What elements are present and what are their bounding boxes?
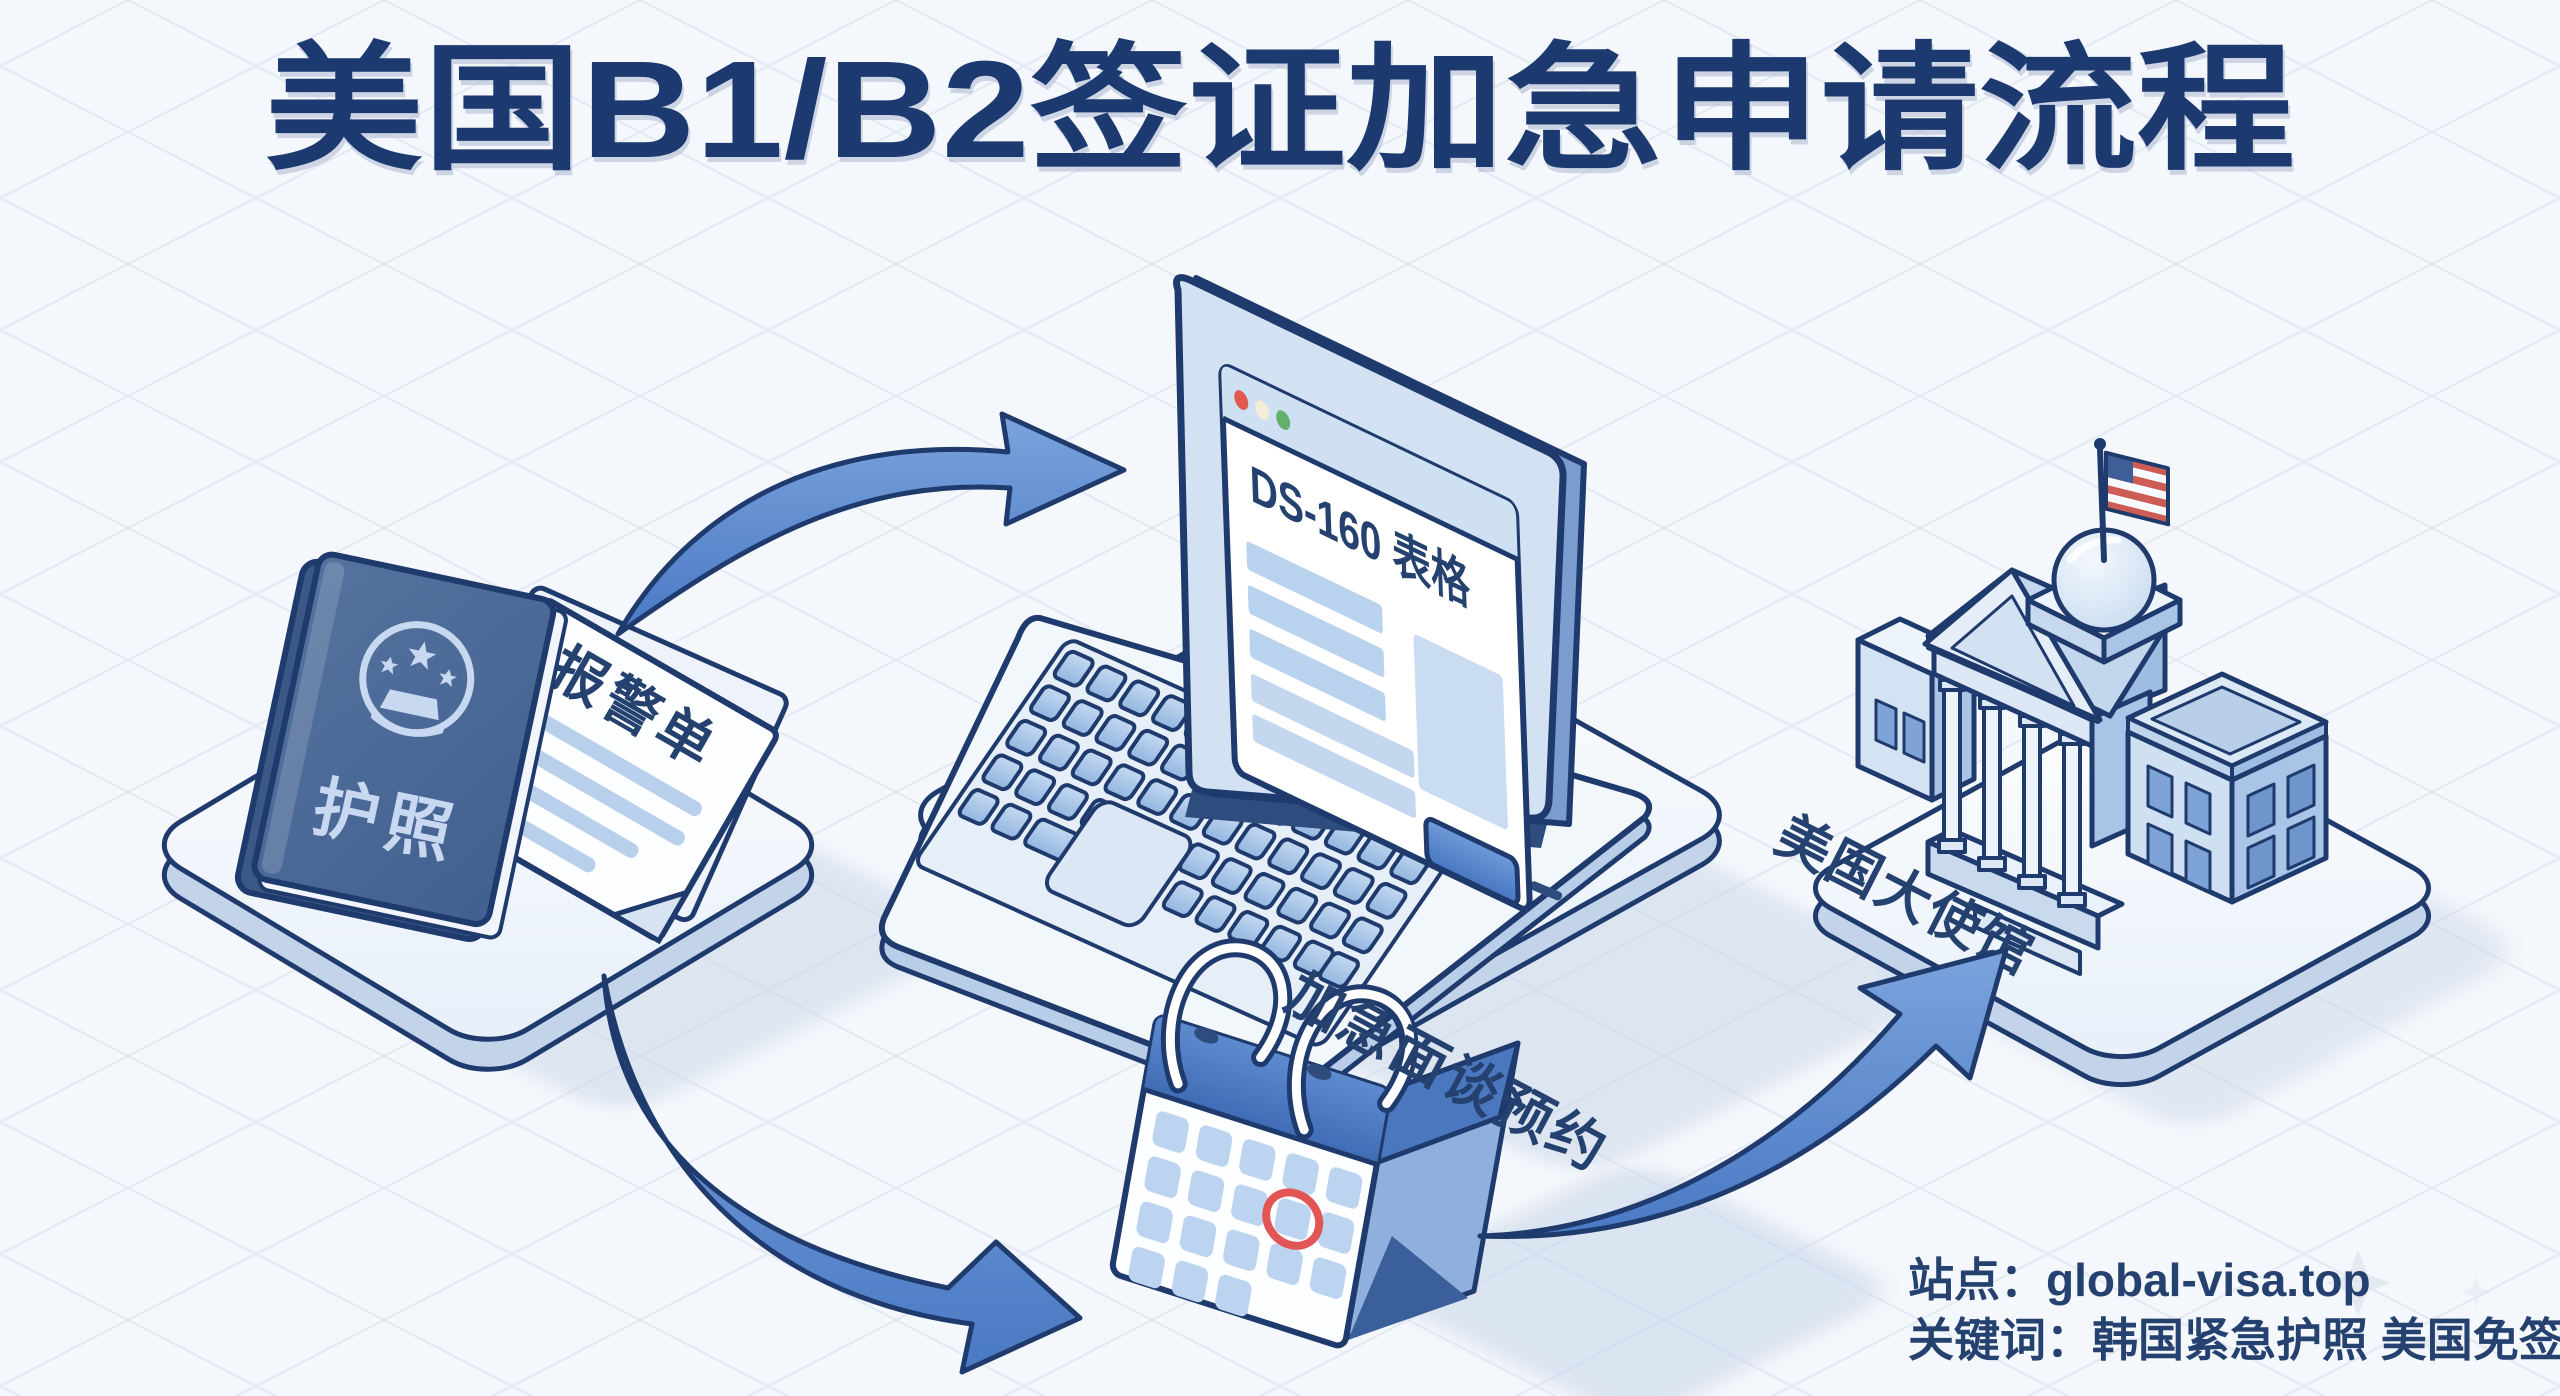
arrow-passport-to-laptop-icon [615,411,1127,637]
embassy-building-icon [1855,438,2329,976]
watermark-sparkle-icon [2326,1250,2492,1366]
passport-icon: 护照 [235,549,569,945]
form-field-bars [1246,541,1416,819]
embassy-windows-side [2246,763,2316,890]
browser-maximize-icon [1276,410,1291,431]
form-submit-button [1426,817,1519,906]
calendar-rings-icon [1160,938,1419,1140]
browser-close-icon [1234,390,1249,410]
us-flag-icon [2094,438,2170,563]
page-title-shadow: 美国B1/B2签证加急申请流程 [267,38,2297,192]
arrow-passport-to-calendar-icon [601,973,1083,1375]
embassy-steps [1973,903,2082,976]
arrow-calendar-to-embassy-icon [1477,947,2009,1240]
ds160-browser-window: DS-160 表格 [1221,363,1530,912]
embassy-right-wing [2125,671,2329,905]
passport-emblem-icon [359,621,475,737]
footer-keywords-text: 关键词：韩国紧急护照 美国免签政策 [1908,1314,2560,1366]
calendar-front [1111,1013,1390,1350]
calendar-header [1143,1017,1389,1165]
footer: 站点：global-visa.top 关键词：韩国紧急护照 美国免签政策 [1908,1254,2560,1366]
embassy-columns [1937,678,2087,908]
embassy-windows [2146,764,2212,894]
calendar-shadow [1391,1168,1879,1396]
passport-step-group: 报警单 护照 [142,549,963,1107]
browser-minimize-icon [1255,400,1270,420]
page-title: 美国B1/B2签证加急申请流程 美国B1/B2签证加急申请流程 [265,33,2297,192]
footer-site-text: 站点：global-visa.top [1908,1254,2371,1306]
laptop-trackpad [1041,798,1197,930]
page-title-text: 美国B1/B2签证加急申请流程 [265,33,2295,187]
marked-date-circle [1262,1185,1323,1252]
us-flag-canton [2106,452,2133,484]
calendar-icon [1111,938,1521,1350]
browser-title-bar [1221,366,1518,560]
form-photo-box [1413,634,1508,830]
calendar-date-cells [1128,1111,1363,1317]
